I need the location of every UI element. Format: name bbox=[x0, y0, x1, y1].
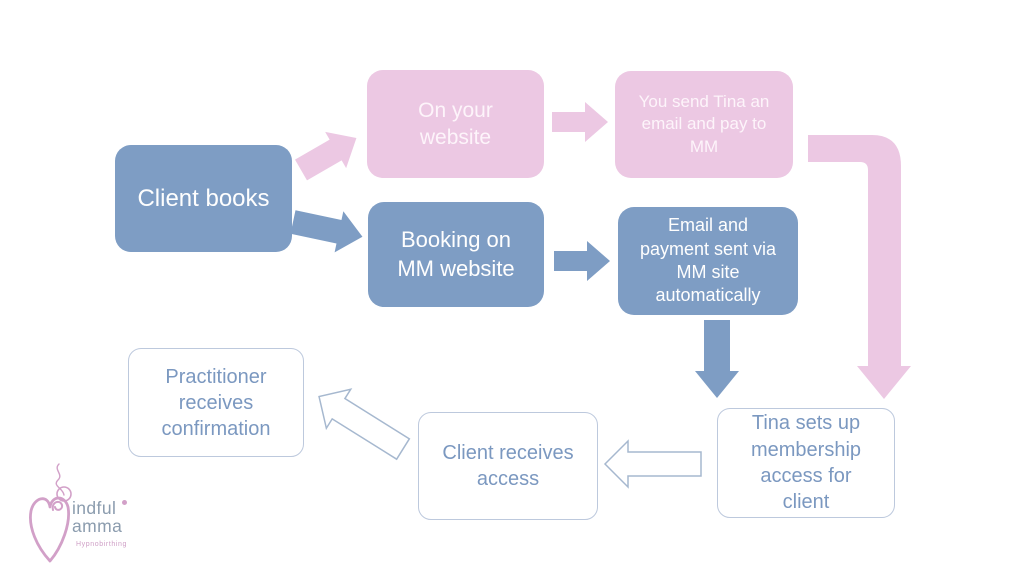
flow-node-email-payment-automatic: Email and payment sent via MM site autom… bbox=[618, 207, 798, 315]
flow-node-tina-sets-up-membership: Tina sets up membership access for clien… bbox=[717, 408, 895, 518]
flow-node-on-your-website: On your website bbox=[367, 70, 544, 178]
flow-node-booking-mm-website: Booking on MM website bbox=[368, 202, 544, 307]
logo-registered-dot-icon bbox=[122, 500, 127, 505]
flow-node-you-send-tina-email: You send Tina an email and pay to MM bbox=[615, 71, 793, 178]
arrow-client-books-to-booking-mm bbox=[290, 210, 363, 253]
arrow-you-send-tina-elbow-to-tina-sets-up bbox=[808, 135, 911, 399]
arrow-on-your-website-to-you-send-tina bbox=[552, 102, 608, 142]
logo-figure-line-icon bbox=[55, 463, 65, 496]
logo-heart-icon bbox=[29, 463, 72, 563]
mindful-mamma-logo: indful amma Hypnobirthing bbox=[25, 455, 160, 573]
logo-word-bottom: amma bbox=[72, 516, 123, 536]
flow-node-client-books: Client books bbox=[115, 145, 292, 252]
flow-node-client-receives-access: Client receives access bbox=[418, 412, 598, 520]
arrow-booking-mm-to-email-payment bbox=[554, 241, 610, 281]
logo-tagline: Hypnobirthing bbox=[76, 541, 127, 548]
flow-node-practitioner-receives-confirmation: Practitioner receives confirmation bbox=[128, 348, 304, 457]
arrow-client-books-to-on-your-website bbox=[295, 131, 357, 181]
arrow-email-payment-down-to-tina-sets-up bbox=[695, 320, 739, 398]
arrow-tina-sets-up-to-client-receives bbox=[603, 439, 702, 489]
arrow-client-receives-to-practitioner bbox=[318, 388, 411, 461]
logo-word-top: indful bbox=[72, 498, 117, 518]
